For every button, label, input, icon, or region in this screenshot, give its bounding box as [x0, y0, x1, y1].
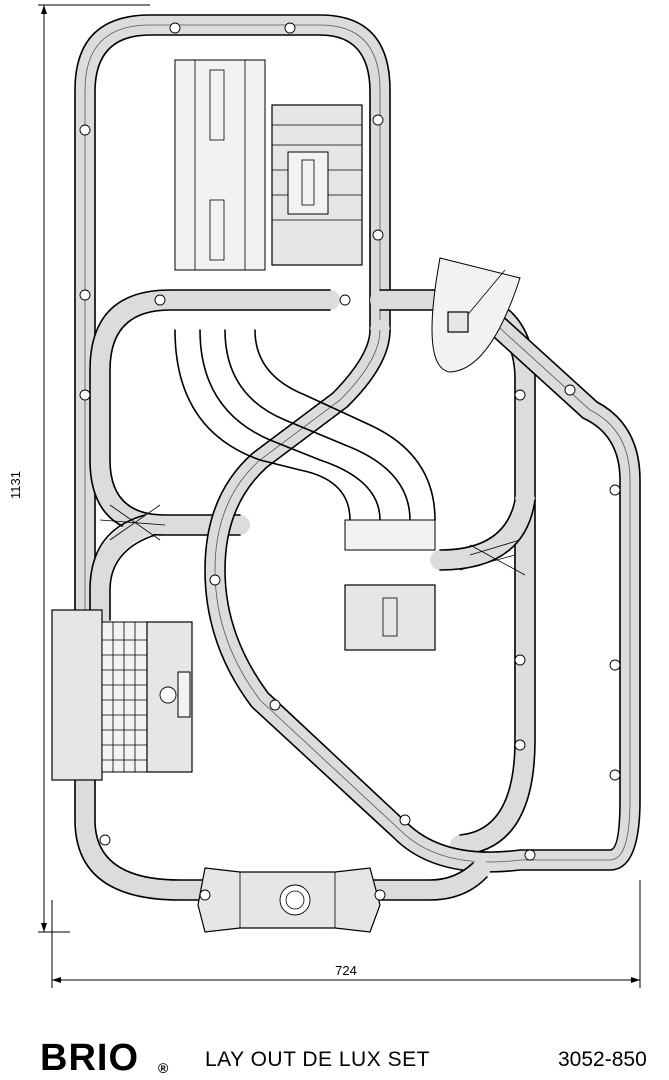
cross-switches	[99, 504, 526, 576]
width-arrow-right	[631, 977, 640, 983]
width-arrow-left	[52, 977, 61, 983]
inner-right-loop	[370, 289, 536, 856]
railway-crossing-gate	[431, 257, 521, 373]
set-title: LAY OUT DE LUX SET	[205, 1048, 430, 1071]
dimension-annotations: 1131 724	[8, 4, 641, 988]
left-grid-station	[51, 609, 193, 781]
curved-ramp-tracks	[174, 329, 436, 521]
middle-platform	[344, 519, 436, 651]
width-dimension-label: 724	[335, 963, 357, 978]
track-connectors	[79, 22, 621, 901]
set-code: 3052-850	[558, 1048, 647, 1071]
height-arrow-top	[41, 5, 47, 14]
height-dimension-label: 1131	[8, 471, 23, 499]
height-arrow-bottom	[41, 923, 47, 932]
bottom-tunnel	[197, 867, 381, 933]
registered-mark: ®	[158, 1060, 169, 1076]
lower-loop	[74, 760, 490, 901]
top-bridge-station	[174, 59, 363, 271]
inner-left-loop	[89, 289, 340, 630]
brio-logo: BRIO	[40, 1037, 139, 1079]
title-block: BRIO ® LAY OUT DE LUX SET 3052-850	[0, 1030, 669, 1080]
track-layout-diagram: 1131 724	[8, 4, 641, 988]
outer-upper-loop	[74, 14, 391, 780]
